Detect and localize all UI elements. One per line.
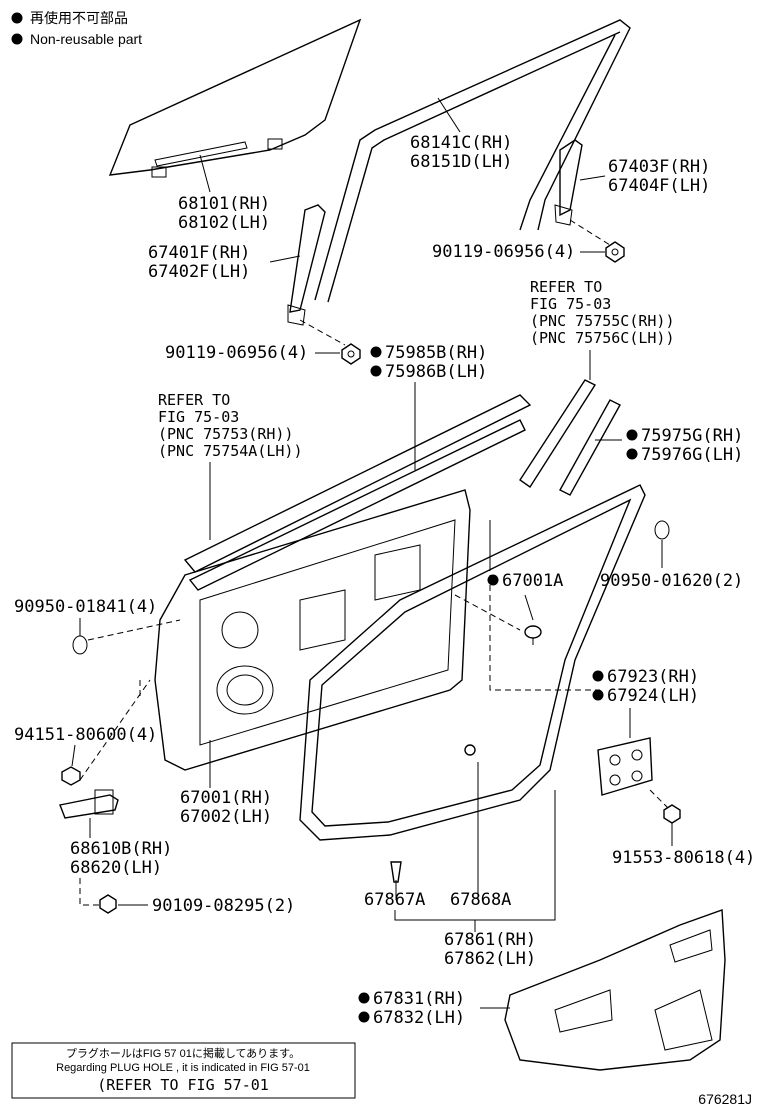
label-90950-right: 90950-01620(2) xyxy=(600,571,743,591)
ref-left-line4: (PNC 75754A(LH)) xyxy=(158,442,303,460)
label-67402: 67402F(LH) xyxy=(148,262,250,282)
label-67831: 67831(RH) xyxy=(373,989,465,1009)
non-reusable-bullet-icon xyxy=(11,12,23,24)
label-90109: 90109-08295(2) xyxy=(152,896,295,916)
door-panel-part xyxy=(154,489,471,771)
ref-left-line1: REFER TO xyxy=(158,391,230,409)
label-67404: 67404F(LH) xyxy=(608,176,710,196)
ref-left-line2: FIG 75-03 xyxy=(158,408,239,426)
label-94151: 94151-80600(4) xyxy=(14,725,157,745)
label-67924: 67924(LH) xyxy=(607,686,699,706)
bolt-icon xyxy=(341,343,361,365)
non-reusable-bullet-icon xyxy=(358,1011,370,1023)
non-reusable-bullet-icon xyxy=(487,574,499,586)
label-68101: 68101(RH) xyxy=(178,194,270,214)
door-weatherstrip-part xyxy=(299,484,646,841)
non-reusable-bullet-icon xyxy=(592,670,604,682)
label-91553: 91553-80618(4) xyxy=(612,848,755,868)
rear-sash-channel-part xyxy=(554,139,583,226)
label-67862: 67862(LH) xyxy=(444,949,536,969)
label-68141: 68141C(RH) xyxy=(410,133,512,153)
label-67001: 67001(RH) xyxy=(180,788,272,808)
non-reusable-bullet-icon xyxy=(11,33,23,45)
non-reusable-bullet-icon xyxy=(358,992,370,1004)
non-reusable-bullet-icon xyxy=(370,365,382,377)
ref-upper-line2: FIG 75-03 xyxy=(530,295,611,313)
outer-moulding-part xyxy=(183,394,532,591)
clip-icon xyxy=(524,625,542,645)
front-sash-channel-part xyxy=(287,204,326,326)
label-67002: 67002(LH) xyxy=(180,807,272,827)
non-reusable-bullet-icon xyxy=(626,429,638,441)
label-75985: 75985B(RH) xyxy=(385,343,487,363)
label-67861: 67861(RH) xyxy=(444,930,536,950)
note-ref: (REFER TO FIG 57-01 xyxy=(97,1076,269,1094)
door-glass-part xyxy=(108,18,362,178)
label-75976: 75976G(LH) xyxy=(641,445,743,465)
rear-moulding-part xyxy=(519,379,621,496)
label-67867: 67867A xyxy=(364,890,425,910)
label-90950-left: 90950-01841(4) xyxy=(14,597,157,617)
bolt-icon xyxy=(99,894,117,914)
plug-hole-icon xyxy=(654,520,670,540)
label-68102: 68102(LH) xyxy=(178,213,270,233)
ref-upper-line4: (PNC 75756C(LH)) xyxy=(530,329,675,347)
diagram-id: 676281J xyxy=(698,1091,752,1107)
label-68610: 68610B(RH) xyxy=(70,839,172,859)
ref-left-line3: (PNC 75753(RH)) xyxy=(158,425,293,443)
bolt-icon xyxy=(61,766,81,786)
bolt-icon xyxy=(605,241,625,263)
hinge-plate-part xyxy=(597,737,653,796)
legend-jp: 再使用不可部品 xyxy=(30,10,128,26)
label-67403: 67403F(RH) xyxy=(608,157,710,177)
label-75975: 75975G(RH) xyxy=(641,426,743,446)
glass-run-part xyxy=(314,19,631,303)
clip-icon xyxy=(464,744,476,756)
non-reusable-bullet-icon xyxy=(592,689,604,701)
ref-upper-line1: REFER TO xyxy=(530,278,602,296)
non-reusable-bullet-icon xyxy=(626,448,638,460)
door-check-part xyxy=(59,789,119,819)
ref-upper-line3: (PNC 75755C(RH)) xyxy=(530,312,675,330)
plug-hole-note: プラグホールはFIG 57 01に掲載してあります。 Regarding PLU… xyxy=(11,1042,356,1099)
plug-hole-icon xyxy=(72,635,88,655)
note-jp: プラグホールはFIG 57 01に掲載してあります。 xyxy=(66,1046,300,1060)
clip-icon xyxy=(390,861,402,883)
label-67001a: 67001A xyxy=(502,571,563,591)
label-90119-lower: 90119-06956(4) xyxy=(165,343,308,363)
legend: 再使用不可部品 Non-reusable part xyxy=(11,10,142,47)
label-67401: 67401F(RH) xyxy=(148,243,250,263)
label-67868: 67868A xyxy=(450,890,511,910)
label-67832: 67832(LH) xyxy=(373,1008,465,1028)
label-67923: 67923(RH) xyxy=(607,667,699,687)
label-68620: 68620(LH) xyxy=(70,858,162,878)
label-90119-upper: 90119-06956(4) xyxy=(432,242,575,262)
note-en: Regarding PLUG HOLE , it is indicated in… xyxy=(56,1062,310,1074)
bolt-icon xyxy=(663,804,681,824)
non-reusable-bullet-icon xyxy=(370,346,382,358)
label-75986: 75986B(LH) xyxy=(385,362,487,382)
service-hole-cover-part xyxy=(504,909,726,1071)
legend-en: Non-reusable part xyxy=(30,31,142,47)
label-68151: 68151D(LH) xyxy=(410,152,512,172)
